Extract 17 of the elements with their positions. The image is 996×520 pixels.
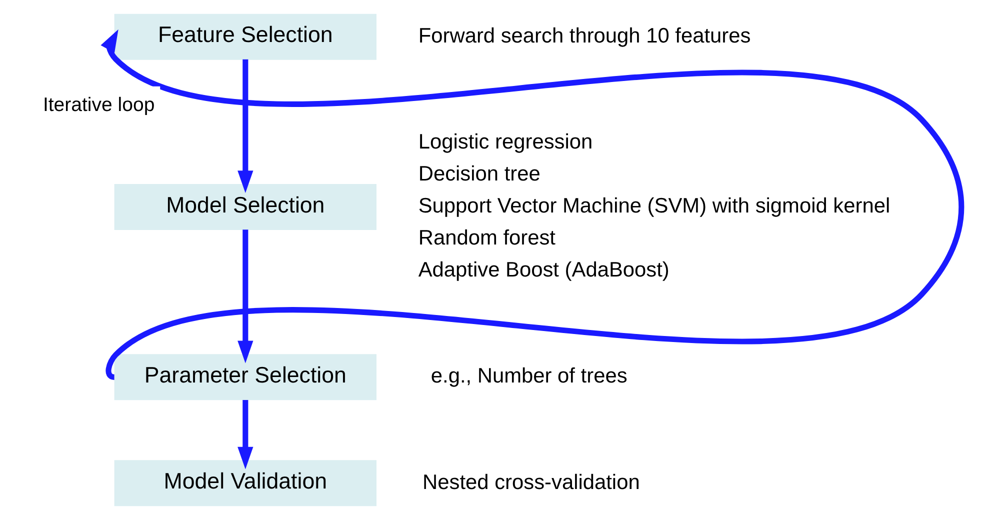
node-label: Nested cross-validation [422, 470, 640, 494]
arrow [100, 29, 964, 378]
arrow [238, 400, 254, 470]
node-box: Parameter Selection [114, 354, 377, 400]
node-box: Model Validation [114, 460, 377, 506]
arrow [238, 59, 254, 194]
node-label: Logistic regression [418, 130, 593, 154]
node-label: Support Vector Machine (SVM) with sigmoid kernel [418, 194, 890, 218]
node-label: Decision tree [418, 162, 540, 186]
node-label: e.g., Number of trees [430, 364, 628, 388]
node-box: Feature Selection [114, 14, 377, 60]
node-label: Forward search through 10 features [418, 24, 751, 48]
edge-label: Iterative loop [42, 94, 155, 116]
arrow [238, 230, 254, 364]
node-label: Random forest [418, 226, 556, 250]
node-box: Model Selection [114, 184, 377, 230]
node-label: Adaptive Boost (AdaBoost) [418, 258, 670, 282]
